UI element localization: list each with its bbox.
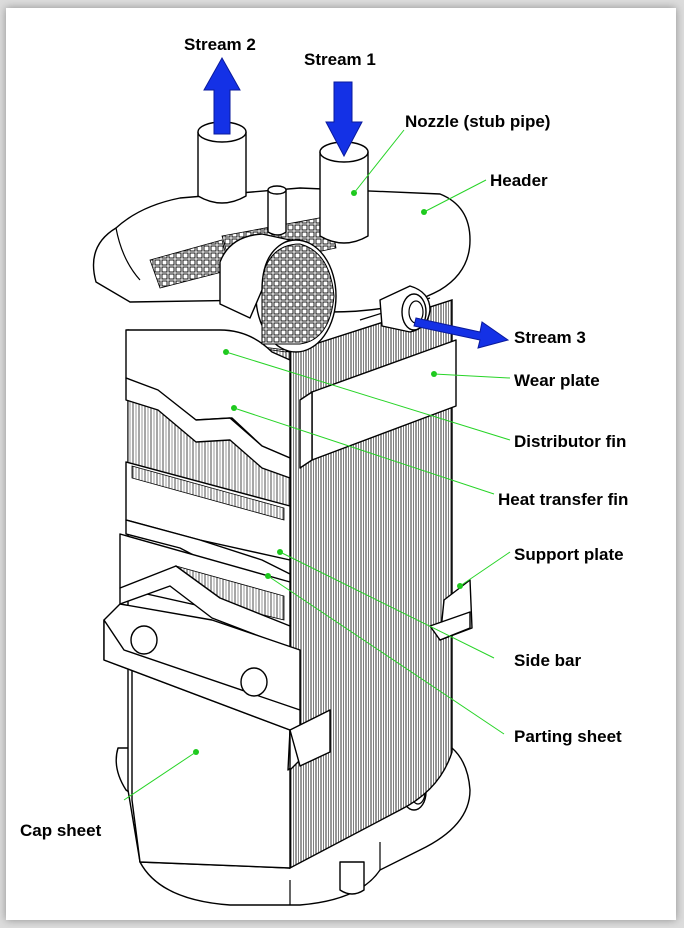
nozzle-stream-1 xyxy=(319,141,369,244)
cutaway-lower xyxy=(119,533,291,649)
label-stream-1: Stream 1 xyxy=(304,50,376,69)
label-side-bar: Side bar xyxy=(514,651,581,670)
label-header: Header xyxy=(490,171,548,190)
stream-2-arrow xyxy=(203,56,241,135)
wear-plate-shape xyxy=(299,339,457,469)
label-stream-3: Stream 3 xyxy=(514,328,586,347)
leader-lines xyxy=(123,129,511,801)
label-heat-transfer-fin: Heat transfer fin xyxy=(498,490,628,509)
label-nozzle: Nozzle (stub pipe) xyxy=(405,112,550,131)
top-header xyxy=(92,185,471,353)
stream-1-arrow xyxy=(325,81,363,158)
stream-3-arrow xyxy=(413,317,510,349)
label-stream-2: Stream 2 xyxy=(184,35,256,54)
cutaway-upper xyxy=(125,329,291,479)
label-parting-sheet: Parting sheet xyxy=(514,727,622,746)
label-wear-plate: Wear plate xyxy=(514,371,600,390)
label-cap-sheet: Cap sheet xyxy=(20,821,102,840)
label-support-plate: Support plate xyxy=(514,545,624,564)
label-distributor-fin: Distributor fin xyxy=(514,432,626,451)
support-plate-front xyxy=(103,603,331,771)
